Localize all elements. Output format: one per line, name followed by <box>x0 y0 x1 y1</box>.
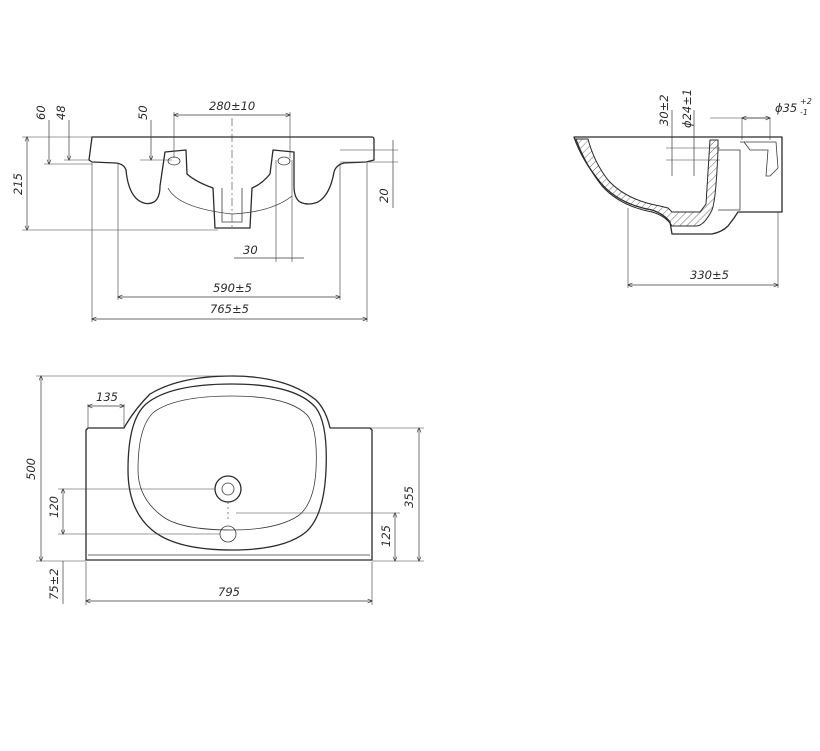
dim-label-120: 120 <box>47 496 61 518</box>
dim-label-355: 355 <box>402 486 416 508</box>
dim-label-50: 50 <box>136 105 150 120</box>
dim-label-795: 795 <box>218 585 240 599</box>
side-view-wall-section <box>575 138 719 227</box>
dim-label-20: 20 <box>377 188 391 203</box>
dim-label-35: ϕ35 <box>775 101 797 115</box>
dim-label-30: 30 <box>243 243 258 257</box>
side-section-view: 30±2 ϕ24±1 ϕ35 +2 -1 330±5 <box>573 89 812 288</box>
top-view-outline <box>85 375 373 561</box>
front-view-basin-curve <box>167 187 293 215</box>
dim-label-75: 75±2 <box>47 568 61 600</box>
front-tap-hole-left <box>167 156 181 166</box>
dim-label-35-sub: -1 <box>800 108 808 117</box>
front-view: 215 60 48 50 280±10 20 30 590±5 765±5 <box>11 99 398 322</box>
side-view-rim <box>740 141 779 177</box>
dim-label-24: ϕ24±1 <box>680 89 694 128</box>
top-drain-inner <box>221 482 235 496</box>
dim-label-135: 135 <box>96 390 118 404</box>
dim-label-330: 330±5 <box>690 268 729 282</box>
dim-label-35-sup: +2 <box>800 97 812 106</box>
top-view: 500 120 75±2 135 355 125 795 <box>24 375 424 605</box>
dim-label-60: 60 <box>34 105 48 120</box>
front-tap-hole-right <box>277 156 291 166</box>
dim-label-765: 765±5 <box>210 302 249 316</box>
dim-label-48: 48 <box>54 105 68 120</box>
top-view-bowl-outer <box>127 383 327 551</box>
side-view-inner <box>718 149 741 211</box>
dim-label-590: 590±5 <box>213 281 252 295</box>
top-overflow-hole <box>219 525 237 543</box>
dim-label-30-2: 30±2 <box>657 94 671 126</box>
top-view-bowl-inner <box>137 395 317 531</box>
top-drain-outer <box>214 475 242 503</box>
dim-label-215: 215 <box>11 173 25 195</box>
dim-label-125: 125 <box>379 525 393 547</box>
dim-label-500: 500 <box>24 458 38 480</box>
dim-label-280: 280±10 <box>209 99 255 113</box>
front-view-outline <box>88 136 375 229</box>
